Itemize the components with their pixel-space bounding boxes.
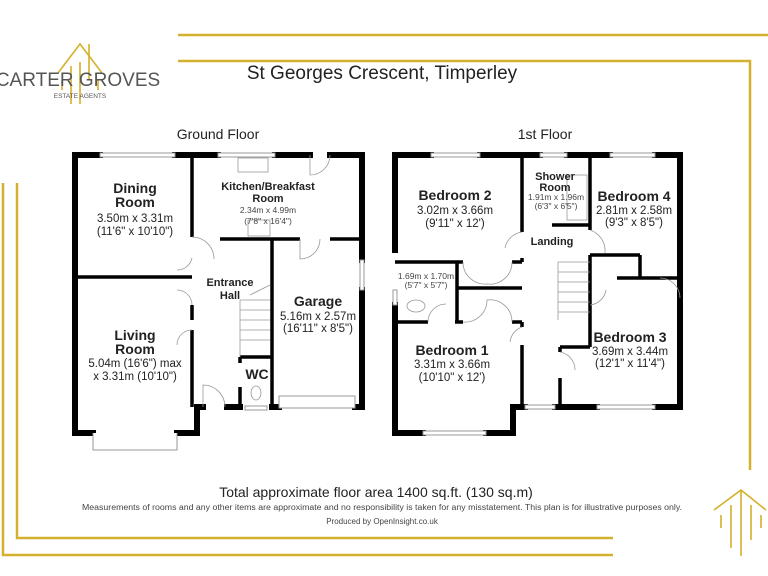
bedroom-4-imperial: (9'3" x 8'5")	[605, 217, 663, 229]
bedroom-1-name: Bedroom 1	[415, 342, 488, 358]
kitchen-metric: 2.34m x 4.99m	[240, 205, 296, 215]
kitchen-sink	[237, 157, 269, 173]
window	[359, 259, 365, 291]
logo: CARTER GROVES ESTATE AGENTS	[0, 42, 160, 104]
bedroom-2-imperial: (9'11" x 12')	[425, 218, 485, 230]
living-room-name: Living	[114, 327, 155, 343]
dining-room-imperial: (11'6" x 10'10")	[97, 226, 173, 238]
page-title: St Georges Crescent, Timperley	[247, 63, 518, 84]
kitchen-name: Room	[252, 193, 283, 205]
garage-door	[278, 395, 356, 409]
window	[539, 152, 568, 158]
bedroom-2-metric: 3.02m x 3.66m	[417, 205, 493, 217]
house-logo-icon	[57, 42, 103, 104]
logo-brand: CARTER GROVES	[0, 70, 160, 91]
door-swings	[427, 229, 681, 371]
window	[524, 404, 556, 410]
landing-name: Landing	[531, 236, 574, 248]
entrance-hall-name: Entrance	[206, 277, 253, 289]
bedroom-4-metric: 2.81m x 2.58m	[596, 205, 672, 217]
stairs	[557, 261, 590, 320]
house-logo-icon	[713, 488, 767, 556]
dining-room-name: Dining	[113, 180, 157, 196]
bedroom-4-name: Bedroom 4	[597, 188, 670, 204]
entrance-hall-name: Hall	[220, 290, 240, 302]
wc-name: WC	[245, 366, 268, 382]
living-room-dims: 5.04m (16'6") max	[88, 358, 181, 370]
garage-metric: 5.16m x 2.57m	[280, 311, 356, 323]
disclaimer: Measurements of rooms and any other item…	[82, 503, 682, 512]
living-room-name: Room	[115, 341, 155, 357]
bedroom-3-metric: 3.69m x 3.44m	[592, 346, 668, 358]
toilet	[406, 299, 426, 313]
shower-room-metric: 1.91m x 1.96m	[528, 192, 584, 202]
decorative-frame	[1, 33, 768, 557]
bedroom-1-imperial: (10'10" x 12')	[419, 372, 486, 384]
shower-tray	[566, 174, 588, 221]
produced-by: Produced by OpenInsight.co.uk	[326, 517, 439, 526]
window	[244, 405, 268, 411]
first-floor-plan: Bedroom 2 3.02m x 3.66m (9'11" x 12') Sh…	[392, 152, 683, 436]
logo-tagline: ESTATE AGENTS	[54, 93, 107, 100]
total-floor-area: Total approximate floor area 1400 sq.ft.…	[219, 484, 533, 500]
hob	[247, 219, 271, 237]
window	[422, 430, 487, 436]
ensuite-metric: 1.69m x 1.70m	[398, 271, 454, 281]
shower-room-name: Room	[539, 182, 570, 194]
window	[596, 404, 656, 410]
ground-floor-plan: Dining Room 3.50m x 3.31m (11'6" x 10'10…	[72, 152, 365, 451]
ground-floor-label: Ground Floor	[177, 126, 260, 142]
bedroom-3-name: Bedroom 3	[593, 329, 666, 345]
garage-name: Garage	[294, 293, 342, 309]
garage-imperial: (16'11" x 8'5")	[283, 323, 353, 335]
first-floor-label: 1st Floor	[518, 126, 573, 142]
bedroom-1-metric: 3.31m x 3.66m	[414, 359, 490, 371]
bay-window	[92, 433, 178, 451]
dining-room-name: Room	[115, 194, 155, 210]
window	[392, 289, 398, 306]
dining-room-metric: 3.50m x 3.31m	[97, 213, 173, 225]
kitchen-imperial: (7'8" x 16'4")	[244, 216, 292, 226]
toilet	[250, 385, 262, 401]
living-room-dims: x 3.31m (10'10")	[93, 371, 177, 383]
window	[430, 152, 481, 158]
stairs	[239, 284, 271, 357]
window	[609, 152, 656, 158]
kitchen-name: Kitchen/Breakfast	[221, 181, 315, 193]
ensuite-imperial: (5'7" x 5'7")	[405, 280, 448, 290]
door-swings	[176, 154, 331, 408]
shower-room-imperial: (6'3" x 6'5")	[535, 201, 578, 211]
shower-room-name: Shower	[535, 171, 575, 183]
bedroom-2-name: Bedroom 2	[418, 187, 491, 203]
window	[99, 152, 176, 158]
bedroom-3-imperial: (12'1" x 11'4")	[595, 358, 665, 370]
window	[217, 152, 276, 158]
